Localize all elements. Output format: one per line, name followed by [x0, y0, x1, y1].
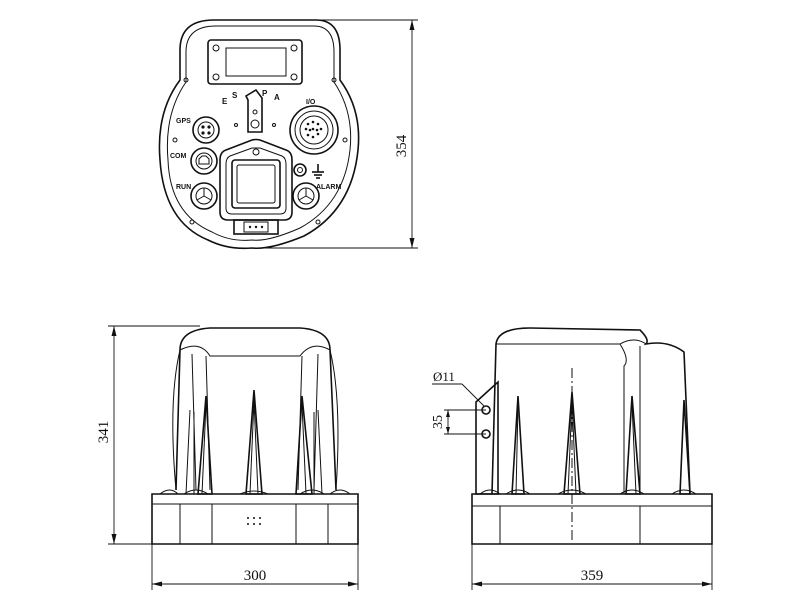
- screw-icon-center: [297, 167, 303, 173]
- connector-pin: [201, 125, 205, 129]
- mount-hole: [172, 137, 178, 143]
- com-connector: [190, 147, 218, 175]
- central-lid-window: [231, 159, 281, 209]
- side-base: [471, 493, 713, 545]
- screw-icon: [212, 44, 220, 52]
- gps-label: GPS: [176, 118, 191, 125]
- mount-hole: [189, 219, 195, 225]
- connector-pin: [252, 109, 258, 115]
- central-lid: [219, 138, 293, 221]
- front-dome-inner-line: [205, 355, 303, 491]
- dim-359-label: 359: [581, 568, 604, 584]
- antenna-connector: [244, 88, 263, 133]
- front-view: 341 300: [96, 325, 359, 590]
- display-window-glass: [225, 47, 287, 77]
- io-connector-pins: [304, 120, 323, 139]
- side-view: Ø11 35 359: [431, 327, 713, 590]
- front-dome-curve: [172, 349, 339, 491]
- dim-354: [260, 19, 418, 249]
- led-indicator: [234, 123, 238, 127]
- lid-latch: [233, 219, 279, 235]
- dim-341-label: 341: [96, 421, 112, 444]
- vent-dots: [247, 517, 261, 525]
- latch-pin: [260, 225, 264, 229]
- io-connector: [289, 105, 339, 155]
- gps-connector-inner: [197, 121, 215, 139]
- top-view: E S P A GPS COM RUN I/O: [158, 19, 418, 250]
- dim-hole: [432, 383, 485, 407]
- front-fins: [185, 389, 323, 495]
- side-base-panels: [499, 506, 641, 544]
- screw-icon: [293, 163, 307, 177]
- top-char-label: P: [262, 89, 268, 98]
- connector-pin: [207, 125, 211, 129]
- side-dome-bulge: [619, 343, 641, 494]
- com-connector-socket: [198, 155, 210, 165]
- io-connector-inner: [299, 115, 329, 145]
- run-indicator: [190, 182, 218, 210]
- front-dome-outline: [175, 327, 337, 491]
- io-connector-ring: [294, 110, 334, 150]
- top-view-outline: [158, 19, 360, 250]
- led-indicator: [272, 123, 276, 127]
- top-char-label: A: [274, 93, 280, 102]
- alarm-indicator-mark: [298, 188, 314, 201]
- alarm-indicator: [292, 182, 320, 210]
- front-base-notches: [159, 489, 351, 495]
- dim-359: [471, 544, 713, 590]
- connector-pin: [250, 119, 260, 129]
- central-lid-window-glass: [236, 164, 276, 204]
- dim-341: [108, 325, 200, 545]
- front-dome-rim: [179, 345, 331, 357]
- mount-hole: [331, 77, 337, 83]
- screw-icon: [252, 148, 260, 156]
- alarm-label: ALARM: [316, 184, 341, 191]
- front-base: [151, 493, 359, 545]
- lid-latch-inner: [243, 221, 269, 233]
- front-base-panels: [179, 504, 329, 544]
- display-window-frame: [207, 39, 303, 85]
- ground-icon: [312, 164, 324, 179]
- side-fins: [511, 391, 691, 495]
- mount-hole: [183, 77, 189, 83]
- latch-pin: [248, 225, 252, 229]
- io-label: I/O: [306, 99, 316, 106]
- top-char-label: S: [232, 91, 238, 100]
- screw-icon: [290, 44, 298, 52]
- dim-300: [151, 544, 359, 590]
- dim-35: [444, 409, 486, 435]
- screw-icon: [290, 73, 298, 81]
- com-connector-inner: [195, 152, 213, 170]
- mount-hole: [315, 219, 321, 225]
- dim-300-label: 300: [244, 568, 267, 584]
- dim-354-label: 354: [394, 134, 410, 157]
- central-lid-inner: [225, 147, 287, 215]
- side-dome-cap: [496, 339, 647, 345]
- run-label: RUN: [176, 184, 191, 191]
- connector-pin: [201, 131, 205, 135]
- latch-pin: [254, 225, 258, 229]
- side-base-notches: [479, 489, 697, 495]
- dim-35-label: 35: [431, 415, 446, 429]
- dim-hole-label: Ø11: [433, 369, 455, 384]
- top-char-label: E: [222, 97, 228, 106]
- screw-icon: [212, 73, 220, 81]
- side-dome-outline: [491, 327, 691, 495]
- gps-connector: [192, 116, 220, 144]
- top-view-inner-outline: [166, 25, 352, 241]
- run-indicator-mark: [196, 188, 212, 201]
- mount-hole: [342, 137, 348, 143]
- connector-pin: [207, 131, 211, 135]
- com-label: COM: [170, 153, 187, 160]
